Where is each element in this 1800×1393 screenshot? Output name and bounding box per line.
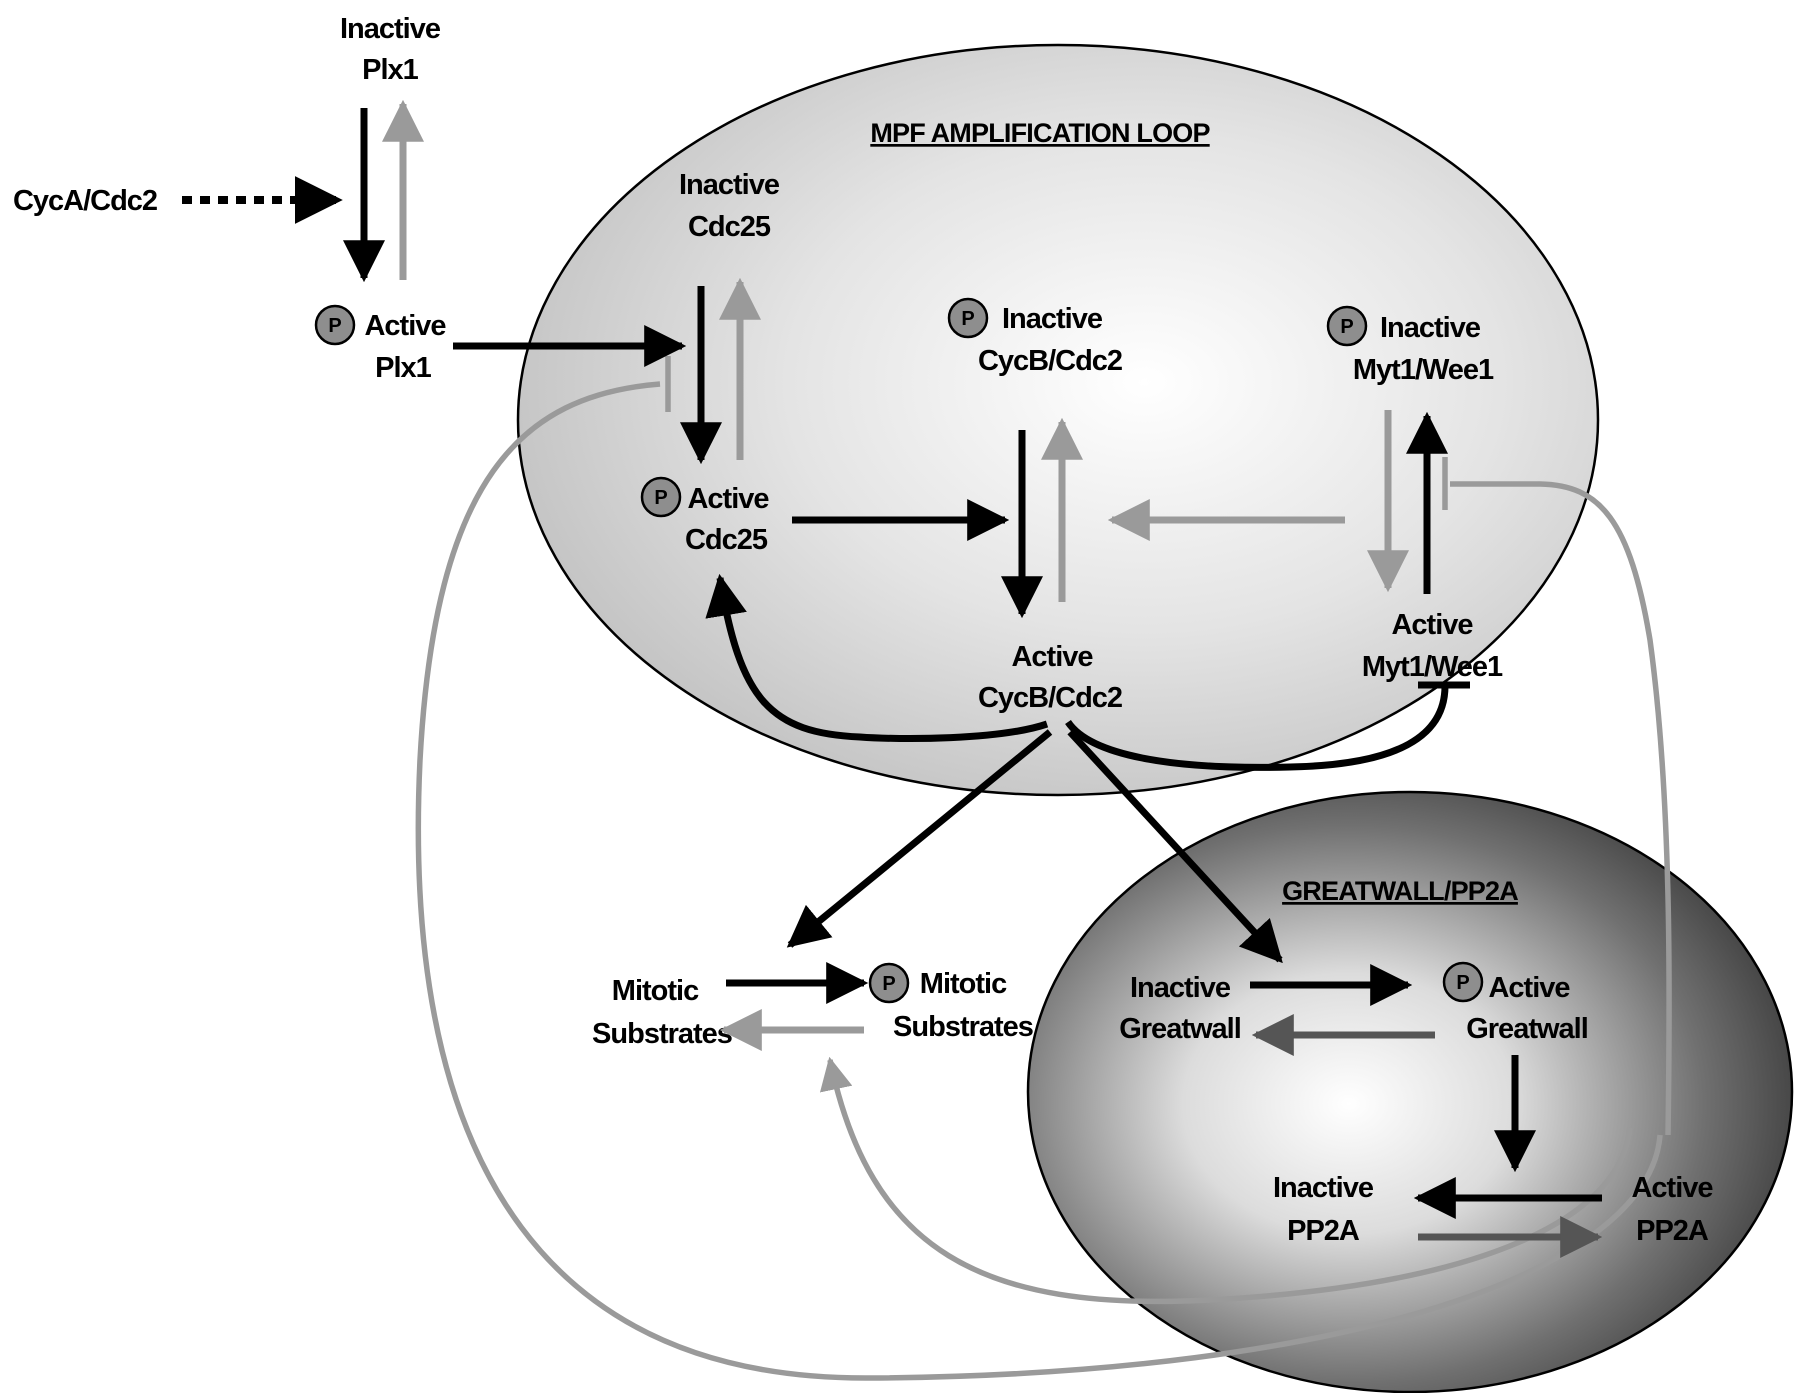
active-plx1-line1: Active bbox=[364, 310, 446, 342]
inactive-myt1-wee1-line1: Inactive bbox=[1380, 312, 1481, 344]
inactive-pp2a-line1: Inactive bbox=[1273, 1172, 1374, 1204]
inactive-cycb-cdc2-line1: Inactive bbox=[1002, 303, 1103, 335]
active-greatwall-line1: Active bbox=[1488, 972, 1570, 1004]
inactive-cdc25-line1: Inactive bbox=[679, 169, 780, 201]
active-plx1-node: P Active Plx1 bbox=[314, 304, 447, 384]
mitotic-substrates-line1: Mitotic bbox=[612, 975, 699, 1007]
inactive-plx1-line1: Inactive bbox=[340, 13, 441, 45]
inactive-cycb-cdc2-node: P Inactive CycB/Cdc2 bbox=[947, 297, 1123, 377]
p-mitotic-substrates-line1: Mitotic bbox=[920, 968, 1007, 1000]
mpf-loop-title: MPF AMPLIFICATION LOOP bbox=[870, 118, 1210, 148]
cycb-to-greatwall-arrow bbox=[1067, 729, 1283, 964]
active-cdc25-node: P Active Cdc25 bbox=[640, 476, 770, 556]
active-cycb-cdc2-line2: CycB/Cdc2 bbox=[978, 682, 1122, 714]
active-plx1-line2: Plx1 bbox=[375, 352, 432, 384]
inactive-cycb-cdc2-line2: CycB/Cdc2 bbox=[978, 345, 1122, 377]
phospho-badge-icon bbox=[947, 297, 989, 339]
inactive-plx1-line2: Plx1 bbox=[362, 54, 419, 86]
active-pp2a-line1: Active bbox=[1631, 1172, 1713, 1204]
active-greatwall-line2: Greatwall bbox=[1466, 1013, 1588, 1045]
phospho-badge-label: P bbox=[328, 315, 341, 337]
inactive-myt1-wee1-line2: Myt1/Wee1 bbox=[1353, 354, 1494, 386]
phospho-badge-icon bbox=[314, 304, 356, 346]
p-mitotic-substrates-node: P Mitotic Substrates bbox=[868, 962, 1034, 1043]
inactive-greatwall-line1: Inactive bbox=[1130, 972, 1231, 1004]
pp2a-inhibits-cdc25-curve bbox=[415, 381, 1663, 1381]
pp2a-to-substrates-curve bbox=[819, 1056, 1633, 1305]
phospho-badge-icon bbox=[1326, 305, 1368, 347]
cyca-cdc2-label: CycA/Cdc2 bbox=[13, 185, 157, 217]
phospho-badge-label: P bbox=[1456, 972, 1469, 994]
p-mitotic-substrates-line2: Substrates bbox=[893, 1011, 1033, 1043]
cycb-to-cdc25-feedback-arrow bbox=[705, 573, 1049, 743]
active-myt1-wee1-line2: Myt1/Wee1 bbox=[1362, 651, 1503, 683]
phospho-badge-label: P bbox=[961, 308, 974, 330]
active-pp2a-line2: PP2A bbox=[1636, 1215, 1709, 1247]
active-cdc25-line2: Cdc25 bbox=[685, 524, 768, 556]
cycb-inhibits-myt1-curve bbox=[1065, 685, 1449, 771]
phospho-badge-label: P bbox=[882, 973, 895, 995]
mitotic-substrates-line2: Substrates bbox=[592, 1018, 732, 1050]
active-myt1-wee1-line1: Active bbox=[1391, 609, 1473, 641]
inactive-greatwall-line2: Greatwall bbox=[1119, 1013, 1241, 1045]
phospho-badge-label: P bbox=[1340, 316, 1353, 338]
active-cycb-cdc2-line1: Active bbox=[1011, 641, 1093, 673]
greatwall-pp2a-title: GREATWALL/PP2A bbox=[1282, 876, 1518, 906]
inactive-pp2a-line2: PP2A bbox=[1287, 1215, 1360, 1247]
active-cdc25-line1: Active bbox=[687, 483, 769, 515]
cycb-to-substrates-arrow bbox=[786, 729, 1053, 948]
phospho-badge-label: P bbox=[654, 487, 667, 509]
phospho-badge-icon bbox=[640, 476, 682, 518]
inactive-cdc25-line2: Cdc25 bbox=[688, 211, 771, 243]
phospho-badge-icon bbox=[1442, 961, 1484, 1003]
pp2a-inhibits-myt1-curve bbox=[1450, 481, 1672, 1136]
phospho-badge-icon bbox=[868, 962, 910, 1004]
inactive-myt1-wee1-node: P Inactive Myt1/Wee1 bbox=[1326, 305, 1495, 386]
active-greatwall-node: P Active Greatwall bbox=[1442, 961, 1589, 1045]
